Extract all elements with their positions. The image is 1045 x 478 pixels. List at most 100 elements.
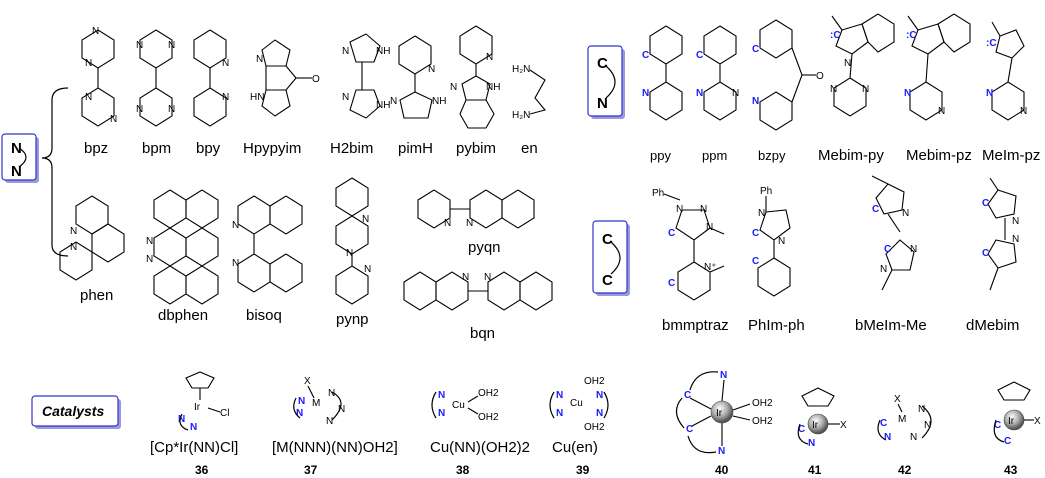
svg-text:N: N xyxy=(778,236,785,247)
svg-text:N: N xyxy=(146,236,153,247)
svg-text:N: N xyxy=(706,222,713,233)
catalyst-37-number: 37 xyxy=(304,463,318,477)
svg-text:N: N xyxy=(904,88,911,99)
svg-text:N: N xyxy=(484,272,491,283)
svg-text:N: N xyxy=(168,104,175,115)
svg-text:N: N xyxy=(70,226,77,237)
svg-text:NH: NH xyxy=(432,96,446,107)
catalyst-39-structure: Cu OH2 OH2 NN NN xyxy=(549,376,609,433)
catalyst-38-formula: Cu(NN)(OH2)2 xyxy=(430,439,530,456)
nn-brace xyxy=(41,87,69,257)
label-dmebim: dMebim xyxy=(966,317,1019,334)
svg-text:N: N xyxy=(924,420,931,431)
svg-text:N: N xyxy=(732,88,739,99)
ligand-bisoq: NN xyxy=(232,195,303,293)
svg-text:C: C xyxy=(880,418,887,429)
label-meim-pz: MeIm-pz xyxy=(982,147,1040,164)
label-mebim-py: Mebim-py xyxy=(818,147,884,164)
c40-oh2-a: OH2 xyxy=(752,398,773,409)
label-dbphen: dbphen xyxy=(158,307,208,324)
catalyst-40-number: 40 xyxy=(715,463,729,477)
cn-badge-top: C xyxy=(597,55,608,72)
svg-text:N: N xyxy=(1020,106,1027,117)
catalysts-badge-label: Catalysts xyxy=(42,403,104,419)
svg-text:C: C xyxy=(752,256,759,267)
svg-text:C: C xyxy=(982,248,989,259)
c41-ir: Ir xyxy=(812,420,819,431)
label-bpz: bpz xyxy=(84,140,108,157)
svg-text:N: N xyxy=(884,432,891,443)
ligand-ppm: C N N xyxy=(696,25,739,121)
svg-text:C: C xyxy=(684,390,691,401)
svg-text:C: C xyxy=(798,424,805,435)
svg-text:N: N xyxy=(168,40,175,51)
label-mebim-pz: Mebim-pz xyxy=(906,147,972,164)
svg-text:N: N xyxy=(556,390,563,401)
svg-text:N: N xyxy=(85,58,92,69)
catalyst-36-structure: Ir Cl NN xyxy=(178,371,229,433)
ligand-mebim-pz: :C NN xyxy=(904,13,971,121)
label-pimh: pimH xyxy=(398,140,433,157)
c42-m: M xyxy=(898,414,906,425)
svg-text:HN: HN xyxy=(250,92,264,103)
ligand-dbphen: NN xyxy=(146,189,219,305)
svg-text:N: N xyxy=(328,388,335,399)
svg-text:N: N xyxy=(696,88,703,99)
svg-text:N: N xyxy=(642,88,649,99)
cc-badge: C C xyxy=(592,220,630,296)
ligand-ppy: CN xyxy=(642,25,683,121)
catalyst-42-structure: M X CN NN N xyxy=(877,394,932,443)
cn-badge: C N xyxy=(587,45,625,119)
ligand-dmebim: CN CN xyxy=(982,177,1019,291)
svg-text:N: N xyxy=(902,208,909,219)
label-ppm: ppm xyxy=(702,148,727,163)
c36-ir: Ir xyxy=(194,402,201,413)
c38-cu: Cu xyxy=(452,400,465,411)
svg-text:C: C xyxy=(668,228,675,239)
ligand-bpy: NN xyxy=(193,29,229,127)
svg-text:N: N xyxy=(364,264,371,275)
svg-text:N: N xyxy=(986,88,993,99)
svg-text:N: N xyxy=(338,404,345,415)
svg-text:N: N xyxy=(700,204,707,215)
svg-text:N: N xyxy=(326,416,333,427)
svg-text:C: C xyxy=(696,50,703,61)
svg-text:N: N xyxy=(232,220,239,231)
catalysts-badge: Catalysts xyxy=(31,395,121,429)
svg-text:N: N xyxy=(862,84,869,95)
svg-text:N: N xyxy=(808,438,815,449)
svg-text:N: N xyxy=(918,404,925,415)
label-phim-ph: PhIm-ph xyxy=(748,317,805,334)
svg-text:N: N xyxy=(136,104,143,115)
label-pyqn: pyqn xyxy=(468,239,501,256)
bmmptraz-ph: Ph xyxy=(652,188,664,199)
svg-text:N: N xyxy=(92,26,99,37)
svg-text:C: C xyxy=(686,424,693,435)
svg-text:N: N xyxy=(752,96,759,107)
label-h2bim: H2bim xyxy=(330,140,373,157)
catalyst-41-number: 41 xyxy=(808,463,822,477)
svg-text:C: C xyxy=(752,44,759,55)
svg-text:N: N xyxy=(146,254,153,265)
svg-text:N: N xyxy=(110,114,117,125)
svg-text:C: C xyxy=(668,278,675,289)
svg-text::C: :C xyxy=(906,30,917,41)
svg-text:C: C xyxy=(752,228,759,239)
svg-text:N: N xyxy=(178,414,185,425)
catalyst-42-number: 42 xyxy=(898,463,912,477)
svg-text:H₂N: H₂N xyxy=(512,110,530,121)
phim-ph-ph: Ph xyxy=(760,186,772,197)
ligand-phen: NN xyxy=(59,195,125,281)
c38-oh2-a: OH2 xyxy=(478,388,499,399)
svg-text:N: N xyxy=(256,54,263,65)
svg-text:N: N xyxy=(910,244,917,255)
svg-text:N: N xyxy=(596,390,603,401)
svg-text:N: N xyxy=(676,204,683,215)
svg-text:N: N xyxy=(222,92,229,103)
c43-ir: Ir xyxy=(1008,416,1015,427)
c41-x: X xyxy=(840,420,847,431)
